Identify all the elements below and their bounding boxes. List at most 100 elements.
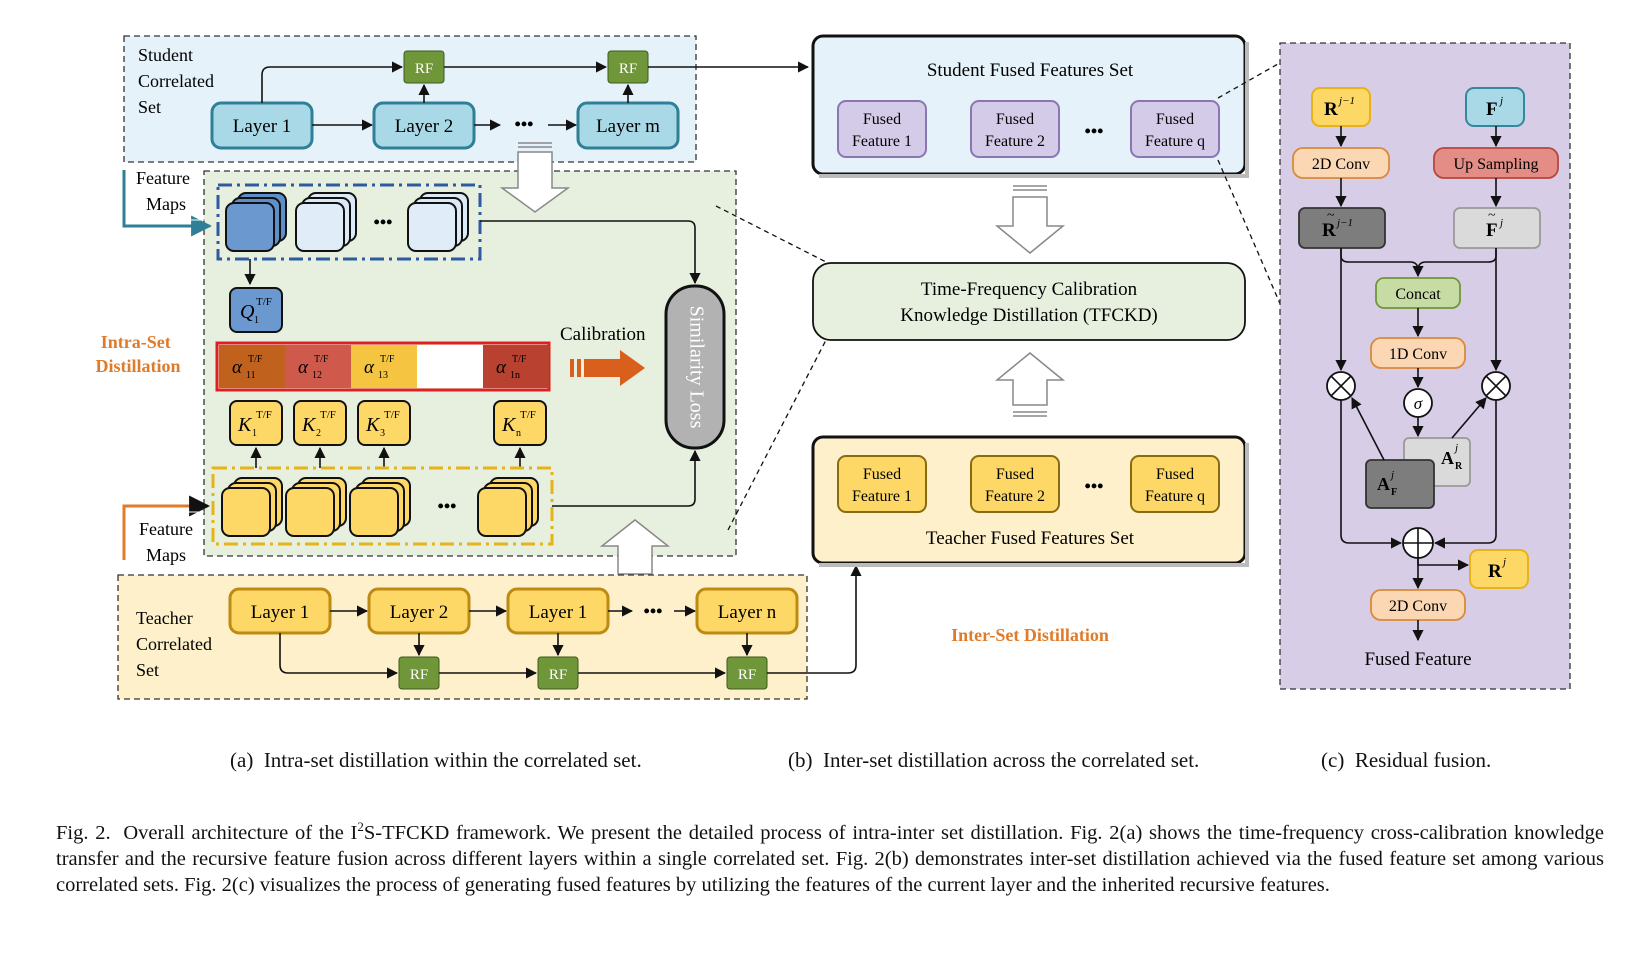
svg-text:R: R (1324, 99, 1338, 120)
svg-text:RF: RF (738, 667, 756, 683)
feature-maps-label-teacher: Feature Maps (139, 519, 197, 565)
svg-text:α: α (232, 357, 243, 378)
svg-text:Layer 2: Layer 2 (390, 602, 449, 623)
student-fused-to-tfckd-arrow (994, 185, 1066, 254)
svg-text:T/F: T/F (320, 409, 336, 421)
svg-text:RF: RF (410, 667, 428, 683)
svg-text:Fused: Fused (996, 111, 1034, 128)
svg-text:T/F: T/F (380, 354, 395, 365)
svg-text:K: K (365, 414, 381, 436)
svg-text:11: 11 (246, 370, 256, 381)
teacher-fused-to-tfckd-arrow (994, 352, 1066, 417)
teacher-maps-ellipsis: ••• (438, 496, 457, 516)
fused-feature-output-label: Fused Feature (1364, 649, 1471, 670)
conv2d-box: 2D Conv (1292, 147, 1390, 179)
svg-text:T/F: T/F (248, 354, 263, 365)
svg-text:1n: 1n (510, 370, 520, 381)
subcaption-b-tag: (b) (788, 748, 813, 772)
svg-text:Layer 1: Layer 1 (529, 602, 588, 623)
subcaption-c-tag: (c) (1321, 748, 1345, 772)
student-feature-map-stack-2 (295, 192, 357, 252)
svg-text:Layer 1: Layer 1 (233, 116, 292, 137)
conv2d-out-box: 2D Conv (1370, 589, 1466, 621)
svg-text:Fused: Fused (863, 466, 901, 483)
svg-text:Feature 1: Feature 1 (852, 133, 912, 150)
svg-text:T/F: T/F (314, 354, 329, 365)
svg-text:Fused: Fused (996, 466, 1034, 483)
svg-text:2D Conv: 2D Conv (1389, 598, 1447, 615)
student-arrows (261, 61, 810, 131)
caption-text-2: S-TFCKD framework. We present the detail… (56, 821, 1604, 896)
svg-text:Layer 1: Layer 1 (251, 602, 310, 623)
multiply-node-right (1481, 371, 1511, 401)
calibration-label: Calibration (560, 324, 646, 345)
student-fused-title: Student Fused Features Set (927, 60, 1134, 81)
svg-text:j−1: j−1 (1337, 95, 1355, 107)
r-tilde-box: R ~ j−1 (1298, 207, 1386, 249)
svg-text:Fused: Fused (1156, 466, 1194, 483)
teacher-rf-3: RF (726, 656, 768, 690)
student-layer-1: Layer 1 (210, 101, 314, 150)
svg-text:1D Conv: 1D Conv (1389, 346, 1447, 363)
svg-text:~: ~ (1488, 208, 1496, 223)
svg-text:RF: RF (619, 61, 637, 77)
caption-text-1: Overall architecture of the I (123, 821, 358, 844)
teacher-set-label: Teacher Correlated Set (136, 608, 216, 680)
subcaption-c-text: Residual fusion. (1354, 748, 1492, 772)
student-feature-maps-box (216, 183, 482, 261)
subcaption-b: (b) Inter-set distillation across the co… (788, 748, 1199, 773)
feature-maps-arrow-teacher (122, 495, 211, 560)
svg-text:K: K (501, 414, 517, 436)
inter-set-distillation-label: Inter-Set Distillation (951, 625, 1109, 645)
svg-text:j: j (1498, 217, 1503, 229)
teacher-feature-map-stack-2 (285, 477, 347, 537)
svg-text:j: j (1389, 469, 1394, 481)
svg-text:RF: RF (415, 61, 433, 77)
student-feature-map-stack-1 (225, 192, 287, 252)
conv1d-box: 1D Conv (1370, 337, 1466, 369)
r-prev-box: R j−1 (1311, 87, 1371, 127)
svg-text:Time-Frequency Calibration: Time-Frequency Calibration (921, 279, 1138, 300)
svg-text:T/F: T/F (520, 409, 536, 421)
svg-text:Feature 1: Feature 1 (852, 488, 912, 505)
student-maps-ellipsis: ••• (374, 212, 393, 232)
svg-text:Feature 2: Feature 2 (985, 488, 1045, 505)
svg-text:j: j (1501, 556, 1506, 568)
svg-text:K: K (237, 414, 253, 436)
attention-f-box: A j F (1365, 459, 1435, 509)
feature-maps-label-student: Feature Maps (136, 168, 194, 214)
svg-text:σ: σ (1414, 394, 1423, 413)
svg-text:R: R (1488, 561, 1502, 582)
svg-text:~: ~ (1327, 208, 1335, 223)
teacher-rf-1: RF (398, 656, 440, 690)
residual-fusion-arrows (1335, 126, 1502, 642)
svg-text:Feature 2: Feature 2 (985, 133, 1045, 150)
teacher-layer-1: Layer 1 (228, 587, 332, 635)
svg-text:Fused: Fused (1156, 111, 1194, 128)
teacher-feature-map-stack-4 (477, 477, 539, 537)
subcaption-b-text: Inter-set distillation across the correl… (823, 748, 1200, 772)
svg-text:Layer 2: Layer 2 (395, 116, 454, 137)
svg-text:F: F (1391, 487, 1397, 498)
svg-text:A: A (1441, 448, 1454, 468)
svg-text:1: 1 (254, 315, 259, 326)
subcaption-c: (c) Residual fusion. (1321, 748, 1491, 773)
subcaption-a-text: Intra-set distillation within the correl… (263, 748, 642, 772)
svg-text:T/F: T/F (256, 296, 272, 308)
svg-text:Layer n: Layer n (718, 602, 777, 623)
svg-text:2: 2 (316, 428, 321, 439)
student-to-intra-arrow (499, 142, 571, 213)
teacher-layer-n: Layer n (695, 587, 799, 635)
teacher-layer-ellipsis: ••• (644, 601, 663, 621)
up-sampling-box: Up Sampling (1433, 147, 1559, 179)
